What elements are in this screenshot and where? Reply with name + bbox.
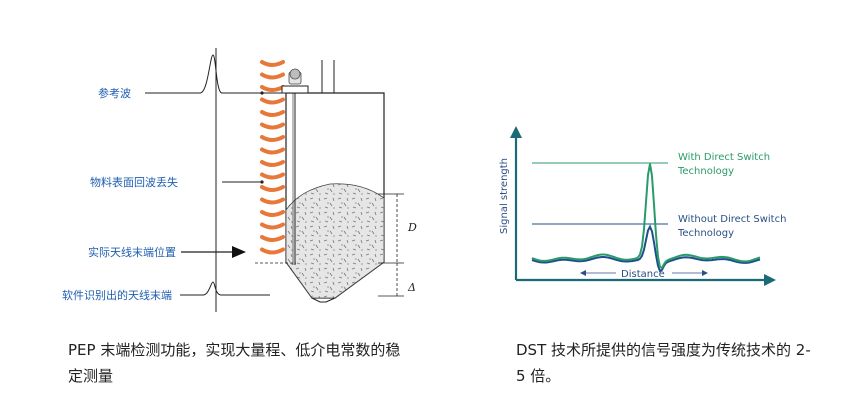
pep-diagram: D Δ 参考波 物料表面回波丢失 实际天线末端位置 软件识别出的天线末端 xyxy=(62,48,417,312)
radar-wave-arc xyxy=(260,135,285,142)
actual-end-arrowhead xyxy=(232,246,246,258)
radar-wave-arc xyxy=(260,197,285,205)
dimension-d-label: D xyxy=(407,221,417,234)
x-axis-arrowhead xyxy=(764,274,776,286)
radar-wave-arc xyxy=(260,60,285,67)
pep-diagram-panel: D Δ 参考波 物料表面回波丢失 实际天线末端位置 软件识别出的天线末端 PEP… xyxy=(62,48,417,385)
bulk-material xyxy=(285,183,385,299)
radar-wave-arc xyxy=(260,185,285,192)
inlet-pipe xyxy=(321,60,335,93)
pep-caption: PEP 末端检测功能，实现大量程、低介电常数的稳定测量 xyxy=(68,341,401,385)
radar-wave-arc xyxy=(260,235,285,242)
y-axis-label: Signal strength xyxy=(499,158,510,234)
reference-wave-pulse xyxy=(145,54,282,94)
label-software-antenna-end: 软件识别出的天线末端 xyxy=(62,288,172,302)
radar-wave-arc xyxy=(260,122,285,130)
radar-wave-arc xyxy=(260,110,285,117)
legend-without-dst-line1: Without Direct Switch xyxy=(678,214,786,225)
dst-caption: DST 技术所提供的信号强度为传统技术的 2-5 倍。 xyxy=(516,341,811,385)
radar-wave-arc xyxy=(260,222,285,230)
transmitter-head-icon xyxy=(288,68,302,85)
label-actual-antenna-end: 实际天线末端位置 xyxy=(88,245,176,259)
radar-wave-arc xyxy=(260,97,285,105)
radar-wave-arc xyxy=(260,172,285,180)
radar-wave-arc xyxy=(260,147,285,155)
dst-chart-panel: Signal strength Distance With Direct Swi… xyxy=(470,0,864,412)
dimension-delta-label: Δ xyxy=(407,281,416,294)
legend-with-dst-line1: With Direct Switch xyxy=(678,152,770,163)
software-end-pulse xyxy=(180,281,270,296)
legend-without-dst-line2: Technology xyxy=(677,228,734,239)
radar-wave-arc xyxy=(260,85,285,92)
radar-wave-arc xyxy=(260,160,285,167)
legend-with-dst-line2: Technology xyxy=(677,166,734,177)
label-echo-lost: 物料表面回波丢失 xyxy=(90,175,178,189)
with-dst-signal-curve xyxy=(531,163,761,269)
x-axis-label: Distance xyxy=(621,269,665,280)
without-dst-signal-curve xyxy=(531,224,761,273)
radar-wave-arc xyxy=(260,247,285,255)
radar-wave-arcs xyxy=(260,60,285,255)
label-reference-wave: 参考波 xyxy=(98,86,131,100)
tank-outlet xyxy=(311,297,336,303)
dst-signal-chart: Signal strength Distance With Direct Swi… xyxy=(499,126,786,286)
radar-wave-arc xyxy=(260,72,285,80)
y-axis-arrowhead xyxy=(510,126,522,138)
antenna-flange xyxy=(281,85,309,94)
radar-wave-arc xyxy=(260,210,285,217)
